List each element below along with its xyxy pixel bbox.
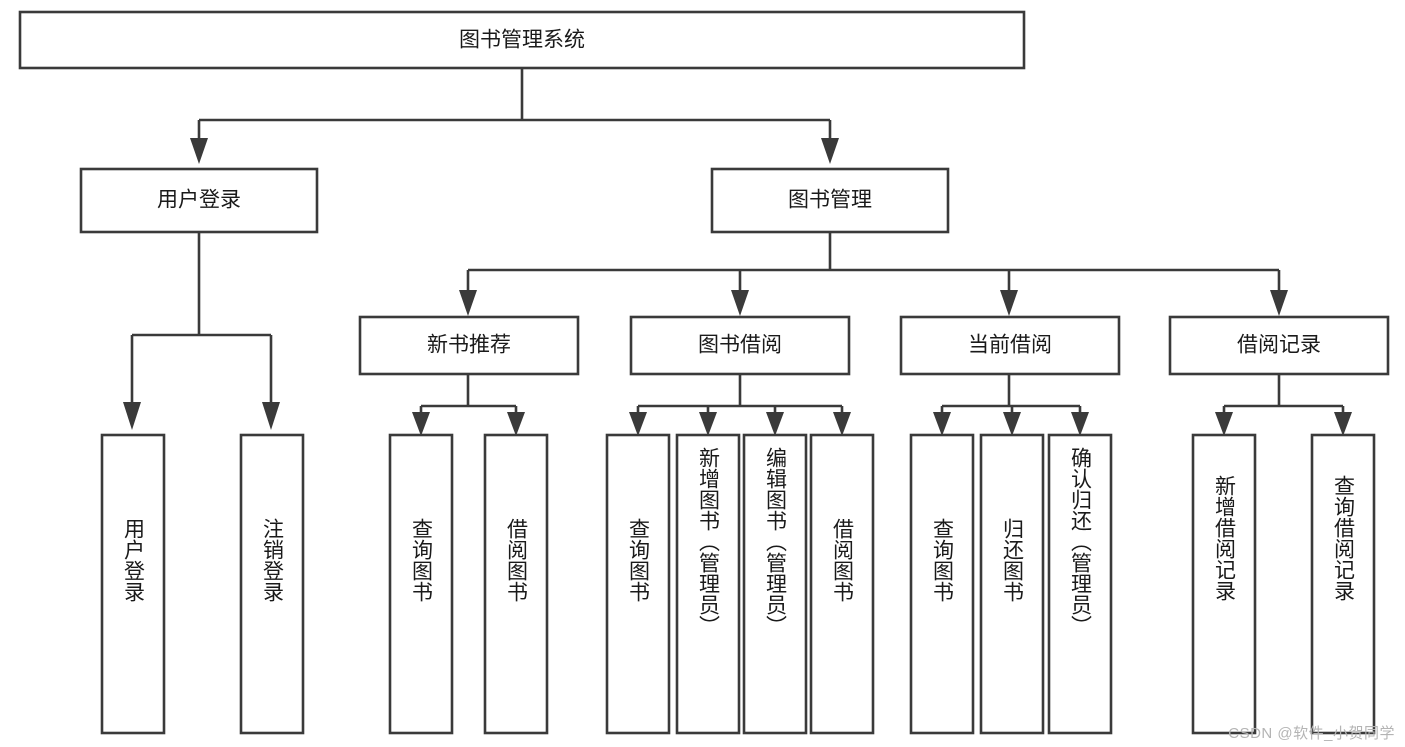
leaf-bookborrow-edit-label: 编辑图书（管理员） bbox=[764, 447, 788, 636]
node-new-book-recommend[interactable]: 新书推荐 bbox=[358, 315, 580, 376]
leaf-bookborrow-query-label: 查询图书 bbox=[627, 518, 651, 602]
node-borrow-record[interactable]: 借阅记录 bbox=[1168, 315, 1390, 376]
leaf-user-login-logout[interactable]: 注销登录 bbox=[239, 433, 305, 735]
node-book-management-label: 图书管理 bbox=[788, 189, 872, 212]
connector-bookmgmt-to-level3 bbox=[459, 232, 1288, 316]
node-book-management[interactable]: 图书管理 bbox=[710, 167, 950, 234]
leaf-newbook-borrow-label: 借阅图书 bbox=[505, 518, 529, 602]
connector-currentborrow-to-leaves bbox=[933, 374, 1089, 436]
leaf-borrowrecord-add-label: 新增借阅记录 bbox=[1213, 475, 1237, 601]
leaf-newbook-query-label: 查询图书 bbox=[410, 518, 434, 602]
leaf-currentborrow-confirm-label: 确认归还（管理员） bbox=[1069, 447, 1093, 636]
leaf-user-login-login[interactable]: 用户登录 bbox=[100, 433, 166, 735]
leaf-borrowrecord-query[interactable]: 查询借阅记录 bbox=[1310, 433, 1376, 735]
node-book-borrow[interactable]: 图书借阅 bbox=[629, 315, 851, 376]
leaf-currentborrow-query[interactable]: 查询图书 bbox=[909, 433, 975, 735]
leaf-newbook-query[interactable]: 查询图书 bbox=[388, 433, 454, 735]
leaf-bookborrow-edit[interactable]: 编辑图书（管理员） bbox=[742, 433, 808, 735]
leaf-currentborrow-query-label: 查询图书 bbox=[931, 518, 955, 602]
node-current-borrow-label: 当前借阅 bbox=[968, 334, 1052, 357]
connector-newbook-to-leaves bbox=[412, 374, 525, 436]
node-root[interactable]: 图书管理系统 bbox=[18, 10, 1026, 70]
node-book-borrow-label: 图书借阅 bbox=[698, 334, 782, 357]
leaf-borrowrecord-add[interactable]: 新增借阅记录 bbox=[1191, 433, 1257, 735]
leaf-user-login-login-label: 用户登录 bbox=[122, 518, 146, 602]
node-new-book-recommend-label: 新书推荐 bbox=[427, 334, 511, 357]
leaf-currentborrow-return[interactable]: 归还图书 bbox=[979, 433, 1045, 735]
node-root-label: 图书管理系统 bbox=[459, 29, 585, 52]
leaf-currentborrow-return-label: 归还图书 bbox=[1001, 518, 1025, 602]
leaf-borrowrecord-query-label: 查询借阅记录 bbox=[1332, 475, 1356, 601]
leaf-bookborrow-query[interactable]: 查询图书 bbox=[605, 433, 671, 735]
node-user-login[interactable]: 用户登录 bbox=[79, 167, 319, 234]
leaf-bookborrow-borrow[interactable]: 借阅图书 bbox=[809, 433, 875, 735]
node-current-borrow[interactable]: 当前借阅 bbox=[899, 315, 1121, 376]
leaf-bookborrow-add[interactable]: 新增图书（管理员） bbox=[675, 433, 741, 735]
connector-borrowrecord-to-leaves bbox=[1215, 374, 1352, 436]
leaf-user-login-logout-label: 注销登录 bbox=[261, 518, 285, 602]
connector-userlogin-to-leaves bbox=[123, 232, 280, 430]
leaf-bookborrow-add-label: 新增图书（管理员） bbox=[697, 447, 721, 636]
leaf-bookborrow-borrow-label: 借阅图书 bbox=[831, 518, 855, 602]
node-user-login-label: 用户登录 bbox=[157, 189, 241, 212]
leaf-currentborrow-confirm[interactable]: 确认归还（管理员） bbox=[1047, 433, 1113, 735]
connector-bookborrow-to-leaves bbox=[629, 374, 851, 436]
node-borrow-record-label: 借阅记录 bbox=[1237, 334, 1321, 357]
connector-root-to-level2 bbox=[190, 68, 839, 164]
leaf-newbook-borrow[interactable]: 借阅图书 bbox=[483, 433, 549, 735]
